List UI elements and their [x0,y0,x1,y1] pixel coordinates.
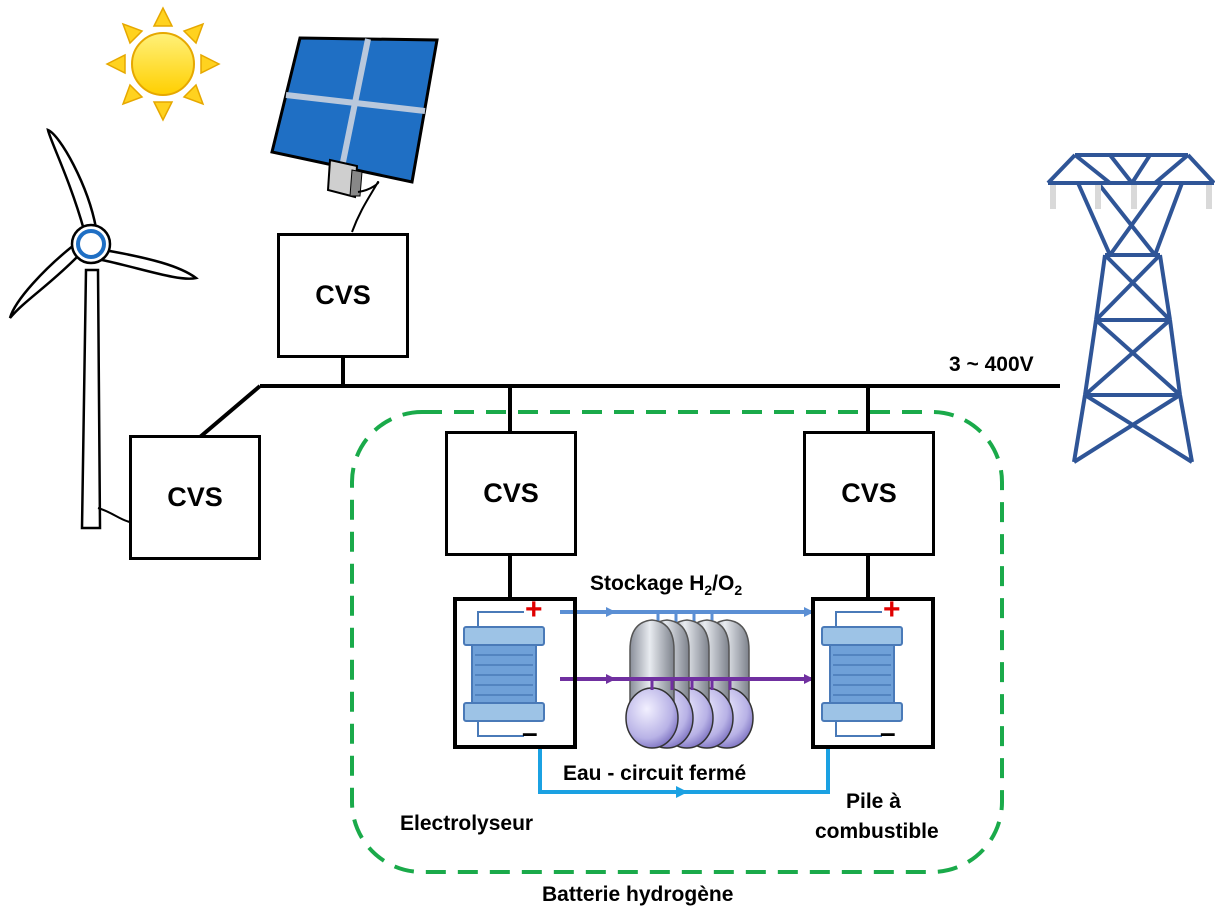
gas-tank-icon [625,619,754,749]
sun-icon [105,6,221,122]
fuel-cell-converter: CVS [803,431,935,556]
o2-drops [650,679,732,690]
solar-panel-icon [270,36,439,233]
storage-label: Stockage H2/O2 [590,572,742,598]
storage-label-main: Stockage H [590,572,705,595]
fuel-cell-plus: + [883,593,901,626]
electrolyzer-plus: + [525,593,543,626]
power-pylon-icon [1046,153,1215,464]
electrolyzer-converter-label: CVS [483,478,539,508]
pylon-insulators [1050,185,1212,209]
electrolysis-stack-icon [463,611,545,737]
electrolyzer-cell [453,597,577,749]
electrolyzer-minus: – [522,717,538,748]
solar-converter: CVS [277,233,409,358]
wind-converter: CVS [129,435,261,560]
fuel-cell-stack-icon [821,611,903,737]
fuel-cell-minus: – [880,717,896,748]
hydrogen-battery-label: Batterie hydrogène [542,883,734,906]
electrolyzer-label: Electrolyseur [400,812,534,835]
fuel-cell-cell [811,597,935,749]
electrolyzer-converter: CVS [445,431,577,556]
storage-label-sub2: 2 [734,582,743,599]
storage-label-slash: /O [712,572,735,595]
hydrogen-battery-boundary [350,410,1004,874]
solar-converter-label: CVS [315,280,371,310]
water-loop-label: Eau - circuit fermé [563,762,747,785]
grid-voltage-label: 3 ~ 400V [949,353,1034,376]
fuel-cell-label-line2: combustible [815,820,939,843]
wind-converter-label: CVS [167,482,223,512]
wind-turbine-icon [8,127,199,530]
fuel-cell-converter-label: CVS [841,478,897,508]
storage-label-sub1: 2 [704,582,713,599]
fuel-cell-label-line1: Pile à [846,790,901,813]
ac-bus [198,355,1060,598]
